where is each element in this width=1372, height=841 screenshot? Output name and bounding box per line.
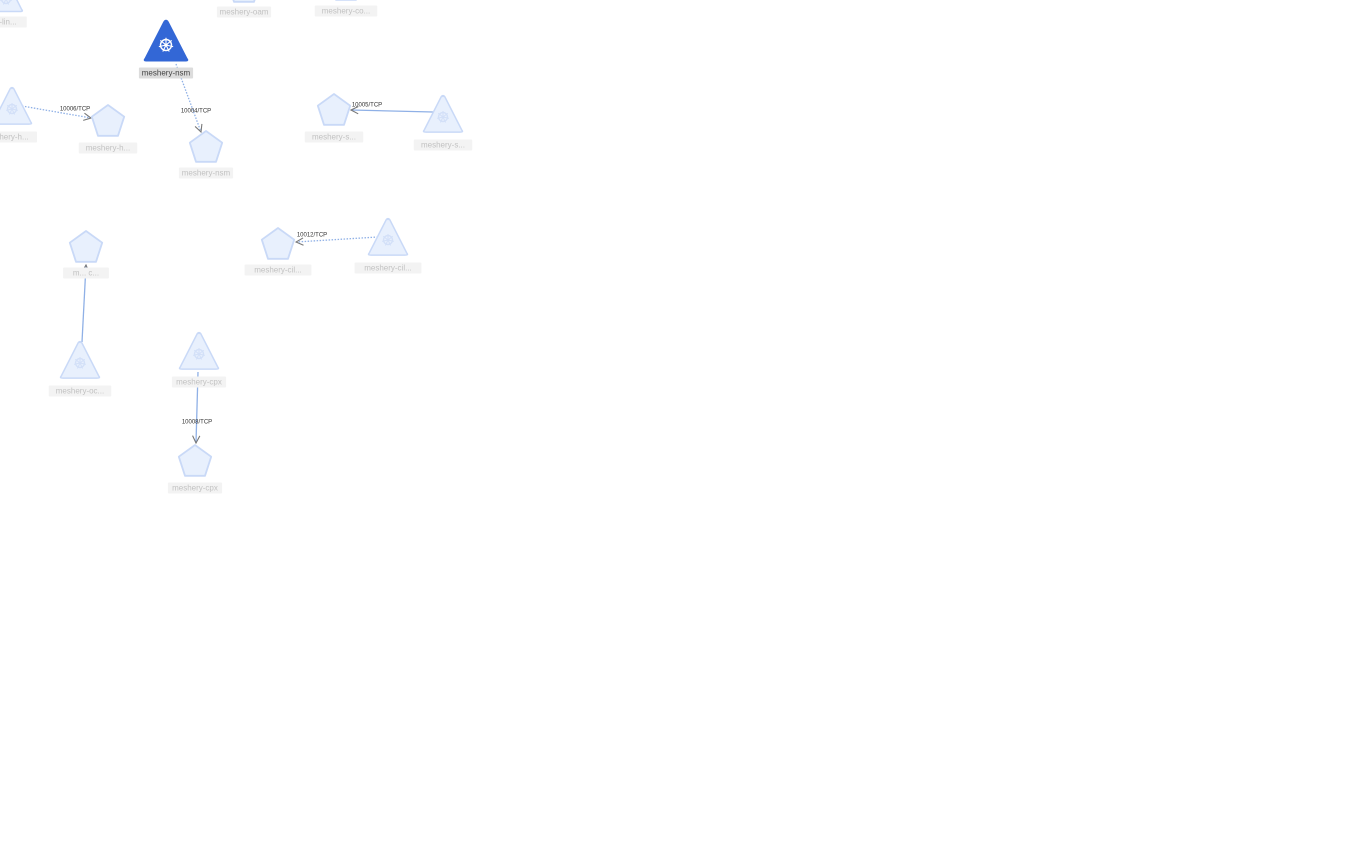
edge-ci[interactable]: 10012/TCP	[296, 233, 379, 242]
node-label: meshery-cil...	[354, 262, 422, 274]
edge-line[interactable]	[351, 110, 434, 112]
node-label: meshery-cpx	[167, 482, 223, 494]
node-lin[interactable]: y-lin...	[0, 0, 27, 28]
node-oc-svc[interactable]: m... c...	[63, 230, 109, 279]
kubernetes-icon	[436, 110, 450, 123]
node-label: meshery-oc...	[48, 385, 112, 397]
service-node-shape[interactable]	[228, 0, 260, 3]
node-label: y-lin...	[0, 16, 27, 28]
service-node-shape[interactable]	[68, 230, 104, 263]
service-node-shape[interactable]	[177, 444, 213, 477]
node-label-text: meshery-s...	[312, 133, 356, 142]
kubernetes-icon	[5, 102, 19, 115]
node-label: meshery-h...	[78, 142, 138, 154]
node-oam[interactable]: meshery-oam	[216, 0, 272, 18]
node-nsm-svc[interactable]: meshery-nsm	[178, 130, 234, 179]
node-label: meshery-s...	[413, 139, 473, 151]
edge-label: 10006/TCP	[60, 107, 90, 113]
node-ci-svc[interactable]: meshery-cil...	[244, 227, 312, 276]
kubernetes-icon	[0, 0, 13, 5]
node-label-text: meshery-nsm	[142, 69, 191, 78]
node-oc-dep[interactable]: meshery-oc...	[48, 340, 112, 397]
service-node-shape[interactable]	[188, 130, 224, 163]
node-label: meshery-cpx	[171, 376, 227, 388]
node-label-text: meshery-oam	[220, 8, 269, 17]
node-label: meshery-cil...	[244, 264, 312, 276]
kubernetes-icon	[158, 37, 174, 52]
node-s-dep[interactable]: meshery-s...	[413, 94, 473, 151]
edge-line[interactable]	[21, 105, 91, 118]
node-label: meshery-nsm	[138, 67, 194, 79]
node-h-svc[interactable]: meshery-h...	[78, 104, 138, 154]
node-label-text: meshery-h...	[86, 144, 130, 153]
node-label-text: meshery-cil...	[254, 266, 302, 275]
edge-label: 10008/TCP	[182, 420, 212, 426]
node-label: meshery-oam	[216, 6, 272, 18]
service-node-shape[interactable]	[90, 104, 126, 137]
node-label-text: shery-h...	[0, 133, 29, 142]
node-label: m... c...	[63, 267, 109, 279]
kubernetes-icon	[192, 347, 206, 360]
node-label: shery-h...	[0, 131, 37, 143]
node-label-text: m... c...	[73, 269, 99, 278]
node-label-text: meshery-oc...	[56, 387, 104, 396]
kubernetes-icon	[381, 233, 395, 246]
kubernetes-icon	[73, 356, 87, 369]
node-label-text: y-lin...	[0, 18, 17, 27]
node-layer: y-lin... meshery-oam meshery-co... meshery-…	[0, 0, 473, 494]
edge-s[interactable]: 10005/TCP	[351, 103, 434, 112]
edge-h[interactable]: 10006/TCP	[21, 105, 91, 118]
node-cpx-dep[interactable]: meshery-cpx	[171, 331, 227, 388]
node-h-dep[interactable]: shery-h...	[0, 86, 37, 143]
node-co[interactable]: meshery-co...	[314, 0, 378, 17]
node-label: meshery-nsm	[178, 167, 234, 179]
edge-label: 10004/TCP	[181, 109, 211, 115]
node-label: meshery-s...	[304, 131, 364, 143]
node-label-text: meshery-co...	[322, 7, 370, 16]
node-label-text: meshery-nsm	[182, 169, 231, 178]
node-cpx-svc[interactable]: meshery-cpx	[167, 444, 223, 494]
node-s-svc[interactable]: meshery-s...	[304, 93, 364, 143]
edge-label: 10005/TCP	[352, 103, 382, 109]
service-node-shape[interactable]	[316, 93, 352, 126]
node-label-text: meshery-cpx	[172, 484, 218, 493]
node-ci-dep[interactable]: meshery-cil...	[354, 217, 422, 274]
node-label: meshery-co...	[314, 5, 378, 17]
edge-label: 10012/TCP	[297, 233, 327, 239]
node-label-text: meshery-cpx	[176, 378, 222, 387]
node-label-text: meshery-s...	[421, 141, 465, 150]
service-node-shape[interactable]	[260, 227, 296, 260]
node-nsm-dep[interactable]: meshery-nsm	[138, 19, 194, 79]
node-label-text: meshery-cil...	[364, 264, 412, 273]
